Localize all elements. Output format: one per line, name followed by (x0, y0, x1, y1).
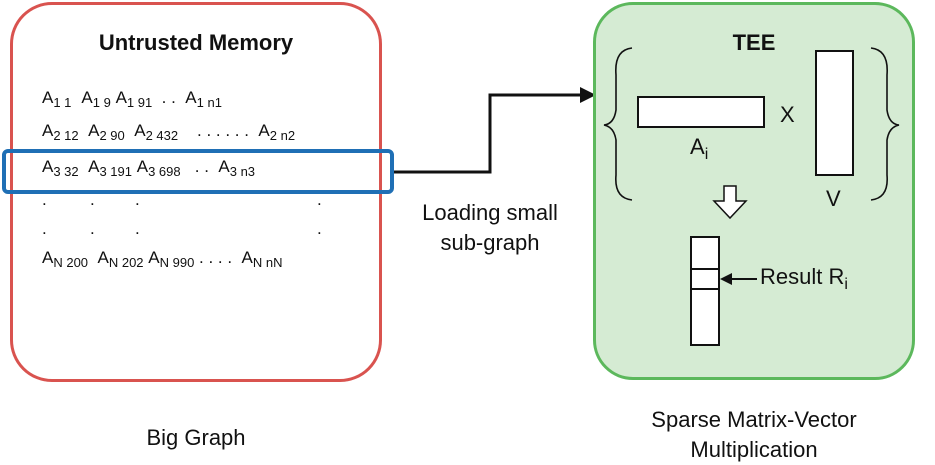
vector-label: V (826, 186, 841, 211)
big-graph-caption: Big Graph (146, 425, 246, 450)
matrix-row-rect (637, 96, 765, 128)
vector-rect (815, 50, 854, 176)
result-label: Result Ri (760, 264, 848, 293)
matrix-row-n: AN 200 AN 202 AN 990 . . . . AN nN (42, 248, 283, 270)
loading-label: Loading small sub-graph (422, 200, 558, 255)
tee-title: TEE (732, 30, 776, 55)
untrusted-memory-title: Untrusted Memory (98, 30, 294, 55)
matrix-row-dots-1b: . (90, 190, 95, 209)
tee-box (593, 2, 915, 380)
selected-row-highlight (2, 149, 394, 194)
matrix-row-label: Ai (690, 134, 709, 163)
result-divider-1 (690, 268, 720, 270)
multiply-symbol: X (780, 102, 795, 127)
matrix-row-dots-2c: . (135, 219, 140, 238)
matrix-row-dots-1c: . (135, 190, 140, 209)
matrix-row-3: A3 32 A3 191 A3 698 . . A3 n3 (42, 157, 256, 179)
matrix-row-dots-2: . (42, 219, 47, 238)
result-divider-2 (690, 288, 720, 290)
matrix-row-dots-2d: . (317, 219, 322, 238)
matrix-row-dots-1: . (42, 190, 47, 209)
result-vector-rect (690, 236, 720, 346)
matrix-row-dots-1d: . (317, 190, 322, 209)
matrix-row-2: A2 12 A2 90 A2 432 . . . . . . A2 n2 (42, 121, 296, 143)
matrix-row-dots-2b: . (90, 219, 95, 238)
spmv-caption: Sparse Matrix-Vector Multiplication (651, 407, 857, 462)
